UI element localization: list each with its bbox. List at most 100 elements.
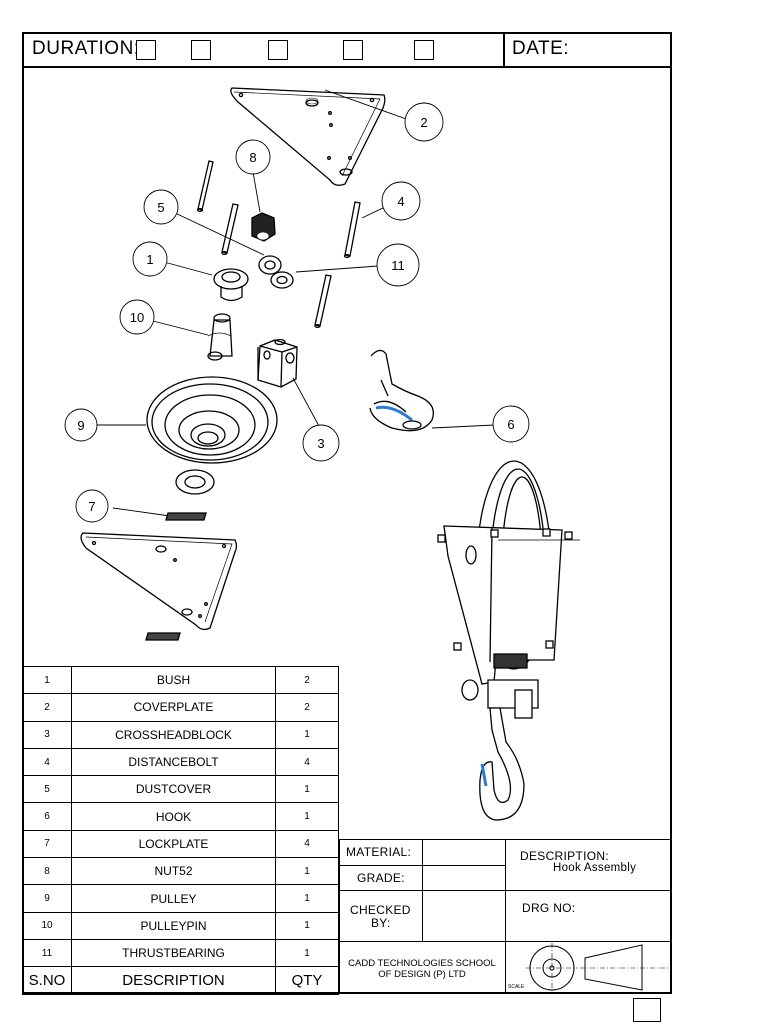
parts-list-cell-sno: 8 (22, 857, 72, 886)
title-block-rule-v2 (505, 839, 506, 994)
parts-list-cell-qty: 2 (275, 693, 339, 722)
balloon-5-label: 5 (157, 200, 164, 215)
date-label: DATE: (512, 38, 570, 59)
checked-label: CHECKED (350, 903, 411, 917)
parts-list-cell-description: DUSTCOVER (71, 775, 276, 804)
balloon-8-label: 8 (249, 150, 256, 165)
parts-list-cell-qty: 2 (275, 665, 339, 695)
duration-checkbox-3[interactable] (268, 40, 288, 60)
description-label: DESCRIPTION: (520, 849, 609, 863)
hook-part (369, 349, 435, 432)
balloon-11-label: 11 (391, 258, 405, 273)
coverplate-bottom (80, 532, 238, 631)
thrust-bearing-part (270, 271, 294, 289)
parts-list-cell-description: THRUSTBEARING (71, 938, 276, 968)
duration-checkbox-2[interactable] (191, 40, 211, 60)
duration-checkbox-1[interactable] (136, 40, 156, 60)
parts-list-cell-qty: 1 (275, 775, 339, 804)
parts-list-cell-qty: 1 (275, 938, 339, 968)
parts-list-cell-sno: 5 (22, 775, 72, 804)
dustcover-part (258, 255, 282, 275)
school-name-line-2: OF DESIGN (P) LTD (378, 969, 466, 980)
balloon-11 (376, 243, 420, 287)
parts-list-cell-sno: 10 (22, 911, 72, 940)
leader-lines (97, 89, 495, 517)
school-name: CADD TECHNOLOGIES SCHOOL OF DESIGN (P) L… (341, 958, 503, 980)
balloon-2 (404, 102, 444, 142)
balloon-1-label: 1 (146, 252, 153, 267)
parts-list-cell-description: DISTANCEBOLT (71, 747, 276, 777)
balloon-4-label: 4 (397, 194, 404, 209)
bush-part (213, 268, 249, 302)
balloon-7-label: 7 (88, 499, 95, 514)
projection-symbol (526, 943, 668, 993)
parts-list-cell-sno: 11 (22, 938, 72, 968)
balloon-5 (143, 189, 179, 225)
balloon-4 (381, 181, 421, 221)
parts-list-cell-description: COVERPLATE (71, 693, 276, 722)
parts-list-cell-sno: 3 (22, 720, 72, 749)
balloon-8 (235, 139, 271, 175)
balloon-6-label: 6 (507, 417, 514, 432)
school-name-line-1: CADD TECHNOLOGIES SCHOOL (348, 958, 496, 969)
parts-list-cell-qty: 1 (275, 884, 339, 913)
parts-list-cell-sno: 9 (22, 884, 72, 913)
balloon-3-label: 3 (317, 436, 324, 451)
parts-list-cell-qty: 1 (275, 720, 339, 749)
parts-list-cell-description: PULLEYPIN (71, 911, 276, 940)
pulley-part (146, 376, 278, 495)
balloon-10-label: 10 (130, 310, 144, 325)
balloon-3 (302, 424, 340, 462)
balloon-7 (75, 489, 109, 523)
parts-list-cell-qty: 1 (275, 802, 339, 831)
balloon-10 (119, 299, 155, 335)
pulley-pin-part (207, 313, 233, 361)
date-divider (503, 32, 505, 68)
drawing-sheet-border (22, 32, 672, 994)
corner-box (633, 998, 661, 1022)
parts-list-cell-sno: 6 (22, 802, 72, 831)
parts-list-cell-qty: 4 (275, 747, 339, 777)
parts-list-cell-qty: 1 (275, 857, 339, 886)
parts-list-cell-description: HOOK (71, 802, 276, 831)
parts-list-cell-description: CROSSHEADBLOCK (71, 720, 276, 749)
duration-checkbox-5[interactable] (414, 40, 434, 60)
parts-list-cell-qty: 1 (275, 911, 339, 940)
balloon-labels: 2 8 5 4 1 11 10 3 6 9 7 (77, 115, 514, 514)
balloon-2-label: 2 (420, 115, 427, 130)
nut-part (251, 212, 276, 242)
header-row (22, 32, 672, 68)
parts-list-header-qty: QTY (275, 966, 339, 996)
material-label: MATERIAL: (346, 845, 412, 859)
parts-list-cell-sno: 1 (22, 665, 72, 695)
duration-checkbox-4[interactable] (343, 40, 363, 60)
parts-list-cell-sno: 2 (22, 693, 72, 722)
title-block-rule-h4 (339, 941, 672, 942)
parts-list-cell-sno: 4 (22, 747, 72, 777)
distance-bolts (196, 160, 361, 328)
parts-list-cell-description: NUT52 (71, 857, 276, 886)
balloon-9-label: 9 (77, 418, 84, 433)
balloon-9 (64, 408, 98, 442)
balloon-1 (132, 241, 168, 277)
title-block-rule-h2 (339, 890, 505, 891)
assembled-view (437, 460, 580, 821)
coverplate-top (230, 87, 386, 186)
exploded-assembly-drawing: 2 8 5 4 1 11 10 3 6 9 7 (64, 87, 580, 821)
title-block-rule-h3 (505, 890, 672, 891)
parts-list-cell-description: PULLEY (71, 884, 276, 913)
parts-list-cell-sno: 7 (22, 829, 72, 859)
drg-no-label: DRG NO: (522, 901, 576, 915)
